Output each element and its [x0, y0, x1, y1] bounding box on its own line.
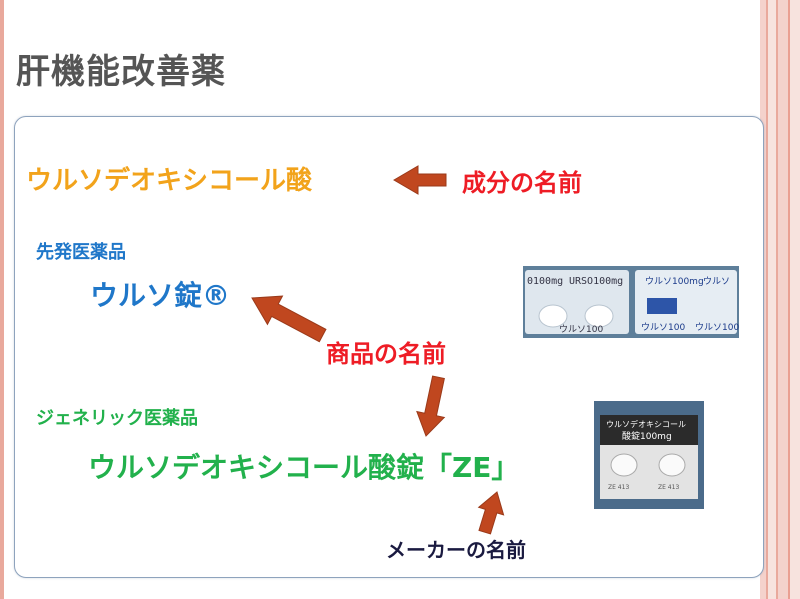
pack-text-5: ウルソ100 [559, 324, 603, 335]
generic-drug-name: ウルソデオキシコール酸錠「ZE」 [88, 451, 520, 484]
pack-text-4: ウルソ [703, 276, 730, 287]
original-drug-category: 先発医薬品 [36, 242, 126, 263]
ingredient-label: 成分の名前 [462, 169, 582, 197]
generic-pack-header-2: 酸錠100mg [622, 430, 672, 442]
pack-text-7: ウルソ100 [695, 322, 739, 333]
pack-text-1: 0100mg [527, 276, 563, 287]
arrow-left-icon [393, 165, 447, 195]
arrow-down-icon [416, 375, 446, 437]
left-border-stripe [0, 0, 4, 599]
generic-pack-code-2: ZE 413 [658, 484, 679, 491]
pack-text-6: ウルソ100 [641, 322, 685, 333]
arrow-up-left-icon [251, 295, 327, 343]
maker-name-label: メーカーの名前 [386, 538, 526, 562]
product-name-label: 商品の名前 [326, 340, 446, 368]
generic-drug-category: ジェネリック医薬品 [36, 408, 198, 429]
original-drug-photo: 0100mg URSO100mg ウルソ100mg ウルソ ウルソ100 ウルソ… [523, 266, 739, 338]
generic-pack-code-1: ZE 413 [608, 484, 629, 491]
slide-title: 肝機能改善薬 [16, 52, 226, 92]
right-decorative-stripes [760, 0, 800, 599]
pack-text-3: ウルソ100mg [645, 276, 704, 287]
pack-text-2: URSO100mg [569, 276, 623, 287]
generic-pack-header-1: ウルソデオキシコール [606, 419, 686, 429]
arrow-up-icon [477, 491, 505, 535]
generic-drug-photo: ウルソデオキシコール 酸錠100mg ZE 413 ZE 413 [594, 401, 704, 509]
original-drug-name: ウルソ錠® [90, 279, 231, 312]
ingredient-name: ウルソデオキシコール酸 [26, 166, 313, 196]
